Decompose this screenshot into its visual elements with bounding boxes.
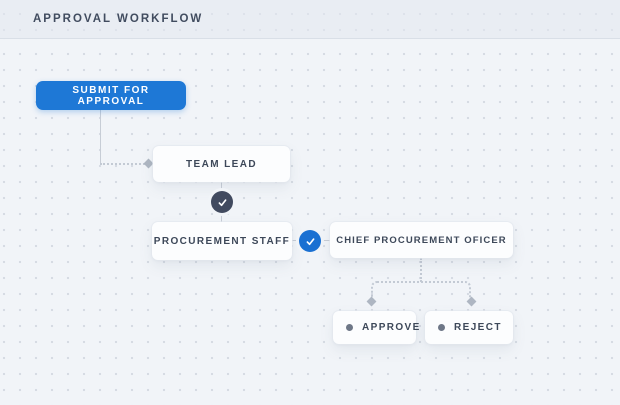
node-reject-label: REJECT [454,322,502,333]
branch-connector [371,281,471,301]
header: APPROVAL WORKFLOW [0,0,620,39]
page-title: APPROVAL WORKFLOW [33,13,204,25]
bullet-icon [346,324,353,331]
check-icon [217,197,228,208]
node-approve[interactable]: APPROVE [333,311,419,344]
node-reject[interactable]: REJECT [425,311,513,344]
connector-submit-to-teamlead [100,163,145,165]
connector-submit-down [100,110,101,164]
node-chief-procurement-officer-label: CHIEF PROCUREMENT OFICER [336,234,507,246]
check-icon [305,236,316,247]
node-procurement-staff[interactable]: PROCUREMENT STAFF [152,222,292,260]
connector-chief-down [420,258,422,282]
node-chief-procurement-officer[interactable]: CHIEF PROCUREMENT OFICER [330,222,513,258]
arrowhead-icon [143,158,154,169]
node-procurement-staff-label: PROCUREMENT STAFF [153,235,291,247]
arrowhead-reject-icon [466,296,477,307]
current-step-badge [299,230,321,252]
bullet-icon [438,324,445,331]
submit-for-approval-button[interactable]: SUBMIT FOR APPROVAL [36,81,186,110]
node-team-lead[interactable]: TEAM LEAD [153,146,290,182]
node-team-lead-label: TEAM LEAD [186,158,257,170]
node-approve-label: APPROVE [362,322,421,333]
approved-step-badge [211,191,233,213]
